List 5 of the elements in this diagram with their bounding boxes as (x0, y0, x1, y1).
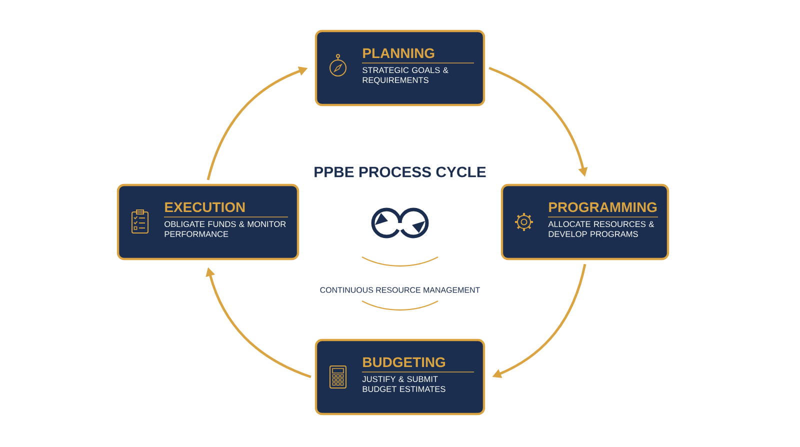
process-box: EXECUTION OBLIGATE FUNDS & MONITOR PERFORMANCE (116, 184, 300, 260)
process-box: PROGRAMMING ALLOCATE RESOURCES & DEVELOP PROGRAMS (500, 184, 670, 260)
process-box: BUDGETING JUSTIFY & SUBMIT BUDGET ESTIMATES (314, 338, 486, 416)
process-box: PLANNING STRATEGIC GOALS & REQUIREMENTS (314, 30, 486, 106)
cycle-title: PPBE PROCESS CYCLE (314, 166, 486, 178)
